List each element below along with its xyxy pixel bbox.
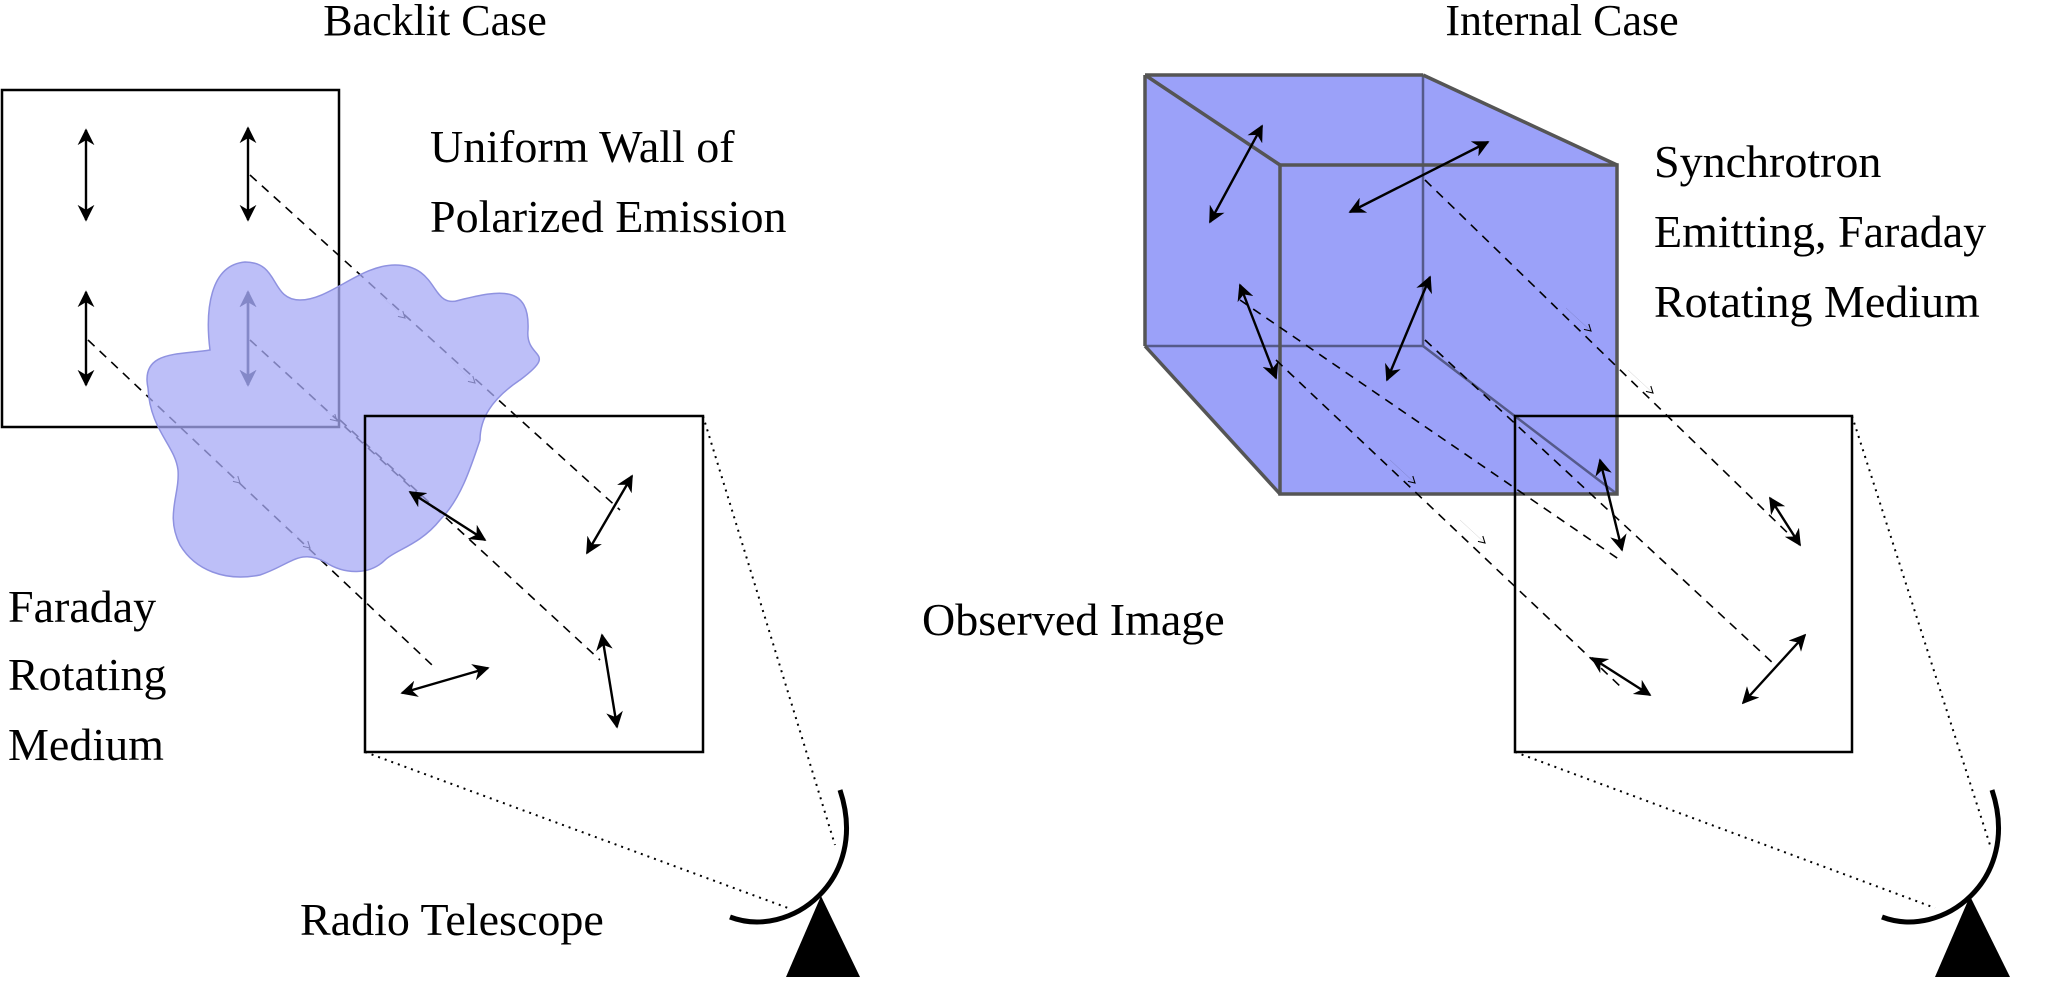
polarization-vector-icon: [1595, 458, 1627, 552]
polarization-vector-icon: [1741, 633, 1807, 705]
polarization-vector-icon: [1768, 496, 1802, 547]
right-sight-lines: [1239, 179, 1801, 689]
internal-title: Internal Case: [1445, 0, 1678, 45]
polarization-vector-icon: [585, 474, 634, 555]
observed-image-label: Observed Image: [922, 594, 1225, 645]
left-telescope-view-lines: [364, 415, 836, 909]
synchrotron-cube: [1143, 73, 1619, 496]
polarization-vector-icon: [408, 490, 487, 542]
polarization-vector-icon: [1348, 140, 1490, 214]
cube-polarization-vectors: [1208, 124, 1490, 382]
observed-image-frame-left: [363, 414, 705, 754]
synchrotron-label-line1: Synchrotron: [1654, 136, 1881, 187]
polarization-vector-icon: [1385, 275, 1432, 382]
observed-vectors-right: [1590, 458, 1807, 705]
radio-dish-icon: [729, 789, 860, 977]
polarization-vector-icon: [1237, 283, 1279, 380]
wall-label-line1: Uniform Wall of: [430, 121, 735, 172]
radio-dish-icon: [1881, 789, 2010, 977]
faraday-label-line2: Rotating: [8, 649, 166, 700]
sight-line: [249, 174, 621, 511]
synchrotron-label-line2: Emitting, Faraday: [1654, 206, 1986, 257]
wall-label-line2: Polarized Emission: [430, 191, 786, 242]
observed-vectors-left: [400, 474, 634, 729]
observed-image-frame-right: [1513, 414, 1854, 754]
faraday-label-line1: Faraday: [8, 581, 156, 632]
synchrotron-label-line3: Rotating Medium: [1654, 276, 1980, 327]
backlit-title: Backlit Case: [323, 0, 547, 45]
radio-telescope-label: Radio Telescope: [300, 894, 604, 945]
polarization-vector-icon: [1208, 124, 1264, 224]
right-sight-chevrons: [1389, 307, 1654, 544]
right-telescope-view-lines: [1514, 415, 1991, 909]
polarization-vector-icon: [596, 633, 623, 729]
faraday-cloud: [146, 261, 541, 578]
faraday-label-line3: Medium: [8, 719, 164, 770]
polarization-vector-icon: [1590, 656, 1652, 697]
polarization-vector-icon: [400, 664, 490, 697]
